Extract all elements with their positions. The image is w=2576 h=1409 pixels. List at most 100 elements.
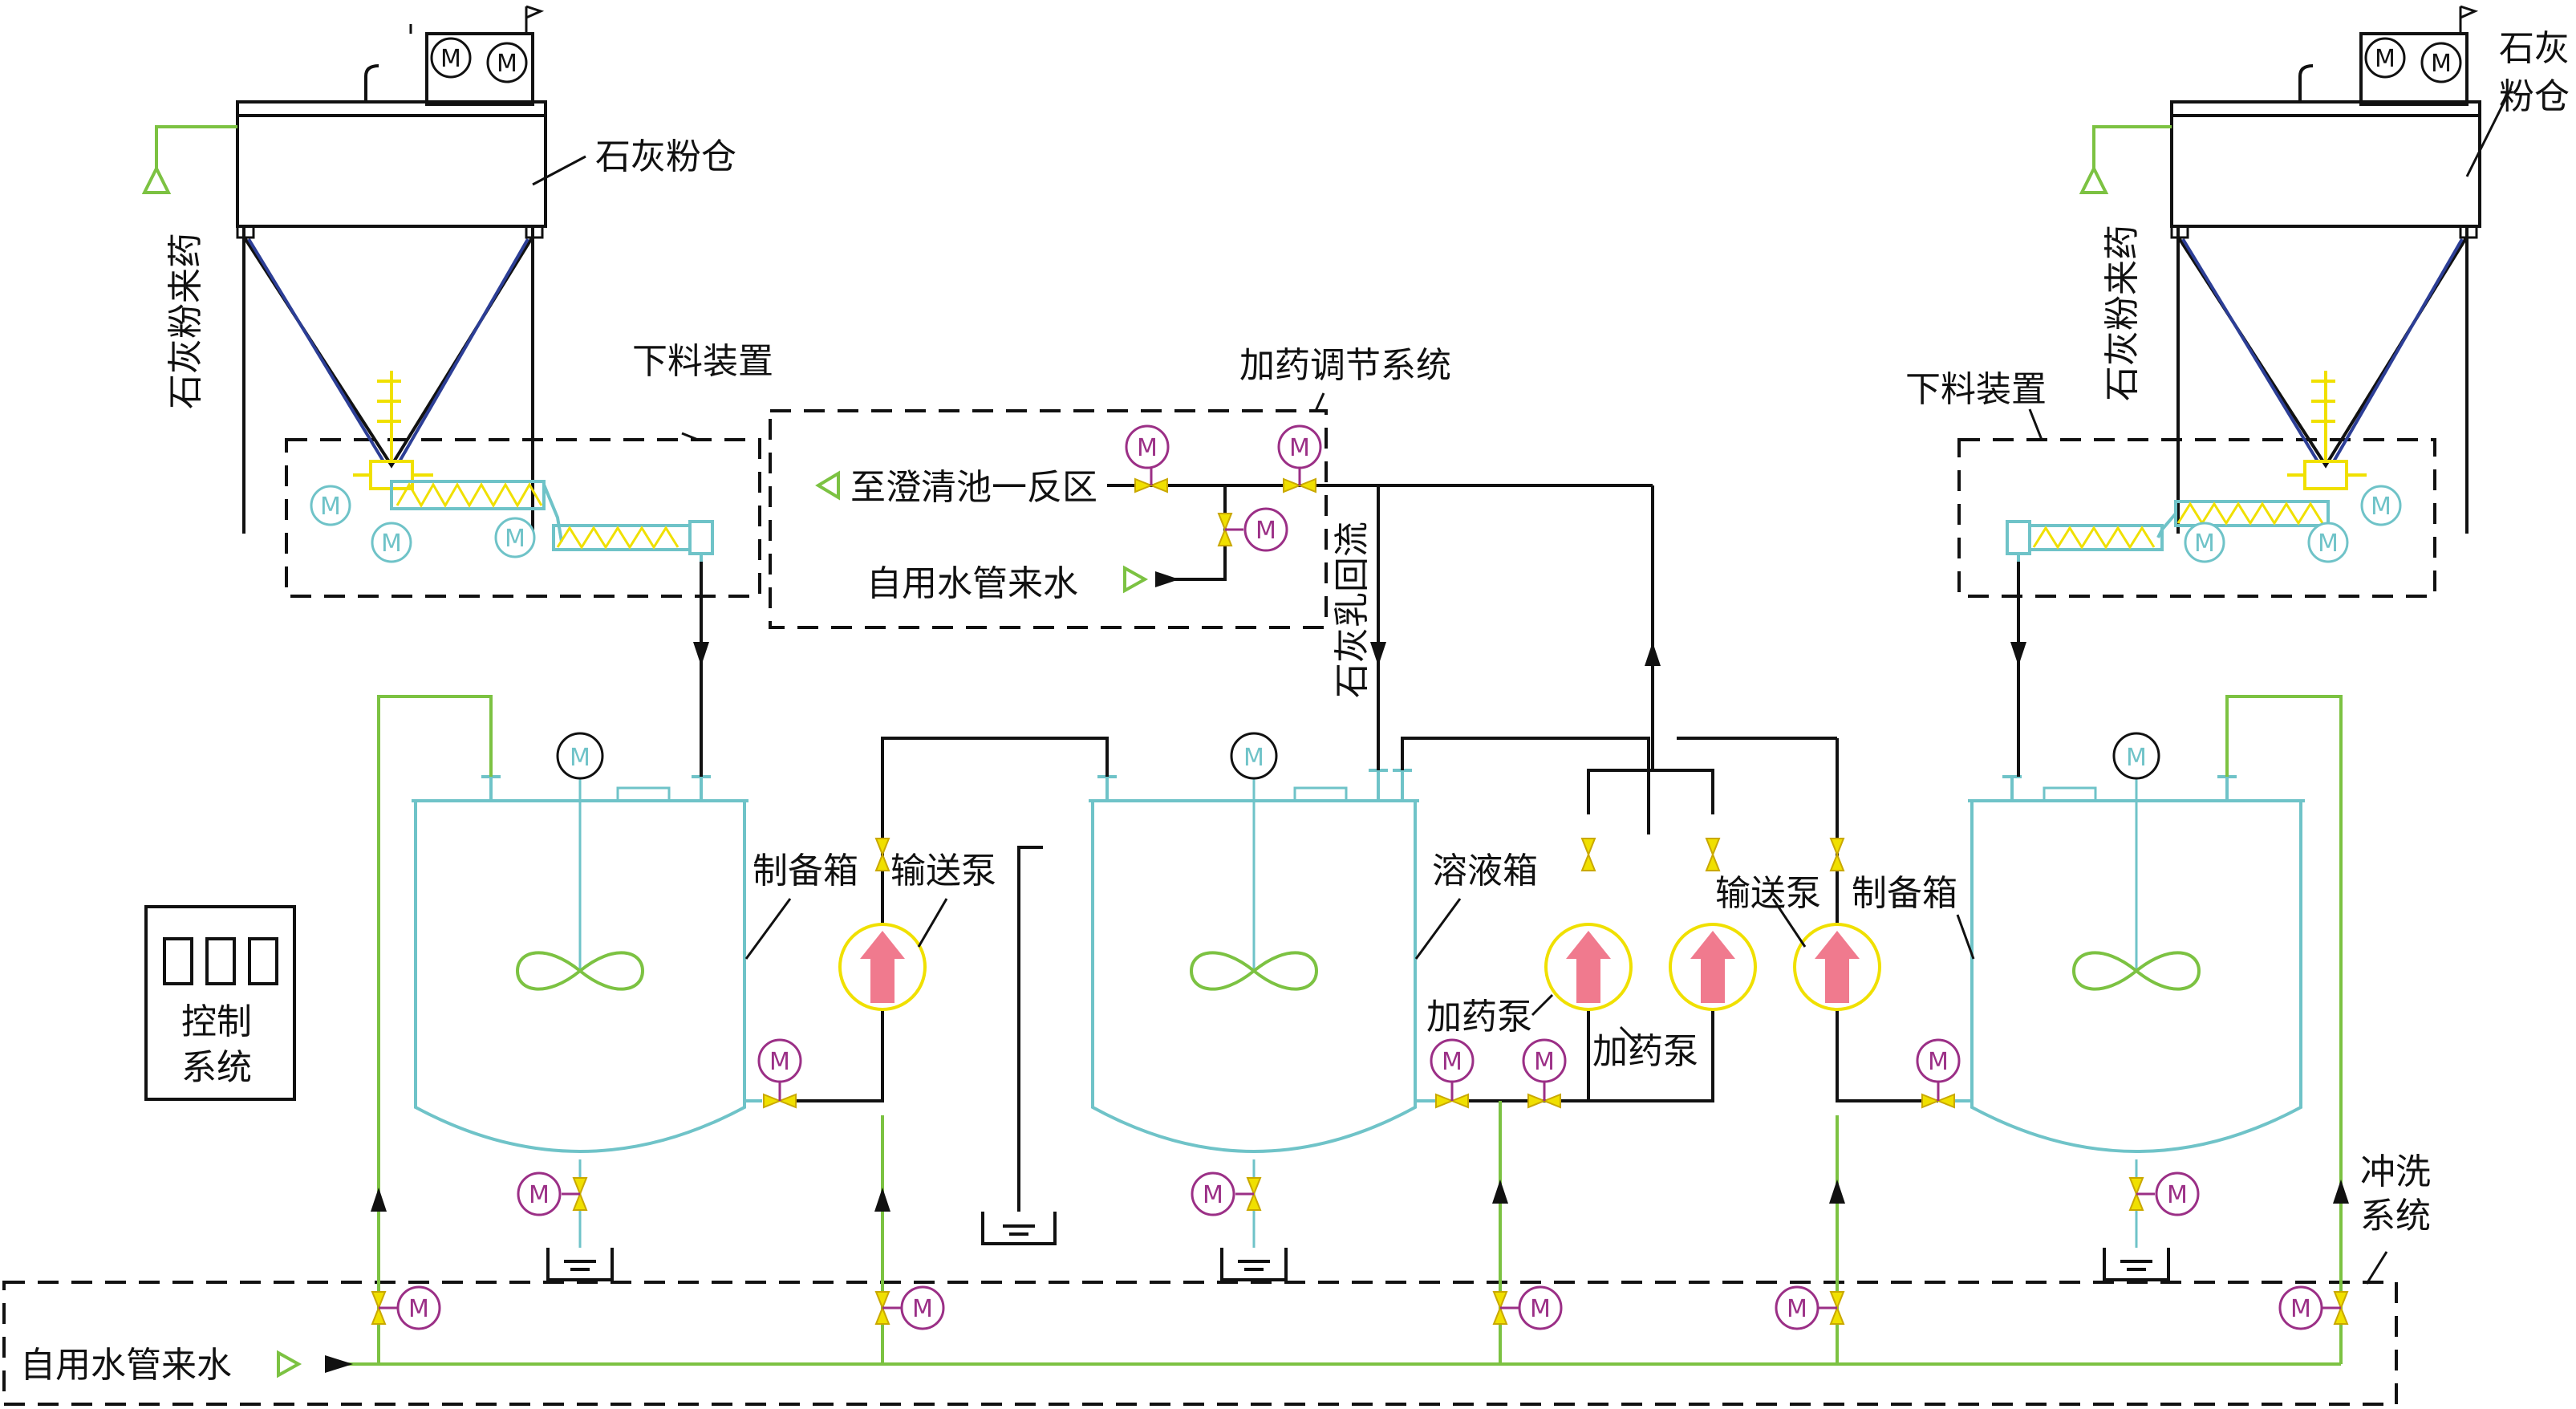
triangle-inlet-icon (815, 470, 840, 501)
flush-water-piping (325, 695, 2343, 1366)
triangle-inlet-icon (2079, 164, 2109, 194)
label-feed-left: 石灰粉来药 (165, 233, 206, 409)
svg-text:M: M (570, 744, 590, 772)
triangle-inlet-icon (1123, 565, 1149, 594)
motor-icon: M (2112, 732, 2160, 780)
pump-icon (1793, 923, 1881, 1011)
label-silo-right-line1: 石灰 (2499, 28, 2570, 69)
label-flush-line2: 系统 (2360, 1196, 2431, 1236)
motor-valve-icon: M (1191, 1159, 1262, 1248)
drain-icon (981, 1212, 1057, 1245)
system-boundaries (2, 409, 2436, 1406)
motor-valve-icon: M (371, 1285, 441, 1330)
label-control-line2: 系统 (181, 1047, 252, 1088)
solution-tank (1089, 769, 1436, 1153)
motor-valve-icon: M (1775, 1285, 1845, 1330)
silo-left (155, 5, 586, 534)
label-lime-milk-return: 石灰乳回流 (1332, 522, 1373, 698)
label-discharge-right: 下料装置 (1905, 369, 2047, 410)
arrow-icon (325, 1355, 353, 1373)
svg-text:M: M (497, 50, 517, 78)
agitator-icon (515, 951, 645, 991)
svg-text:M: M (408, 1295, 429, 1323)
motor-valve-icon: M (1277, 424, 1322, 493)
label-solution-tank: 溶液箱 (1432, 851, 1538, 891)
svg-text:M: M (1928, 1048, 1949, 1076)
silo-right-motor-2: M (2420, 42, 2462, 83)
motor-valve-icon: M (1522, 1038, 1567, 1109)
svg-text:M: M (529, 1181, 550, 1209)
svg-text:M: M (320, 493, 341, 521)
motor-valve-icon: M (1916, 1038, 1961, 1109)
silo-right (2092, 5, 2513, 534)
svg-text:M: M (912, 1295, 933, 1323)
svg-text:M: M (1256, 517, 1276, 545)
drain-icon (546, 1248, 614, 1281)
label-silo-left: 石灰粉仓 (595, 136, 736, 177)
svg-text:M: M (381, 530, 402, 558)
svg-text:M: M (1530, 1295, 1551, 1323)
silo-left-motor-1: M (430, 37, 472, 79)
valve-icon (874, 838, 1845, 871)
dosing-system-piping (1107, 484, 1654, 754)
arrow-icon (2333, 1180, 2349, 1204)
label-dosing-pump-2: 加药泵 (1592, 1031, 1698, 1072)
arrow-icon (371, 1188, 387, 1212)
arrow-icon (2010, 642, 2026, 666)
arrow-icon (1155, 571, 1179, 587)
motor-valve-icon: M (1125, 424, 1170, 493)
svg-text:M: M (1137, 434, 1158, 462)
label-water-inlet-bottom: 自用水管来水 (20, 1345, 232, 1386)
motor-icon: M (2307, 522, 2349, 563)
dosing-system-boundary (769, 409, 1328, 629)
discharge-device-right-boundary (1957, 438, 2436, 598)
arrow-icon (1829, 1180, 1845, 1204)
prep-tank-left (412, 775, 762, 1153)
arrow-icon (1370, 642, 1386, 666)
svg-text:M: M (2126, 744, 2147, 772)
svg-text:M: M (505, 525, 525, 553)
svg-text:M: M (769, 1048, 790, 1076)
drain-icon (2103, 1248, 2170, 1281)
motor-icon: M (2360, 485, 2402, 526)
svg-text:M: M (2375, 45, 2395, 73)
discharge-device-left (353, 371, 714, 562)
label-dosing-pump-1: 加药泵 (1426, 997, 1532, 1037)
agitator-icon (2071, 951, 2201, 991)
motor-valve-icon: M (874, 1285, 945, 1330)
motor-valve-icon: M (1492, 1285, 1563, 1330)
arrow-icon (693, 642, 709, 666)
svg-text:M: M (1534, 1048, 1555, 1076)
agitator-icon (1189, 951, 1319, 991)
motor-icon: M (310, 485, 351, 526)
svg-text:M: M (440, 45, 461, 73)
motor-valve-icon: M (2278, 1285, 2349, 1330)
svg-text:M: M (2194, 530, 2215, 558)
pump-icon (838, 923, 927, 1011)
triangle-inlet-icon (141, 164, 172, 194)
triangle-inlet-icon (277, 1350, 302, 1379)
svg-text:M: M (2290, 1295, 2311, 1323)
motor-valve-icon: M (517, 1159, 588, 1248)
label-transfer-pump-left: 输送泵 (890, 851, 996, 891)
control-system-panel (144, 905, 296, 1101)
svg-text:M: M (1203, 1181, 1223, 1209)
discharge-device-left-boundary (285, 438, 761, 598)
arrow-icon (874, 1188, 890, 1212)
silo-right-motor-1: M (2364, 37, 2406, 79)
pump-icon (1669, 923, 1757, 1011)
label-water-inlet-top: 自用水管来水 (866, 563, 1078, 604)
motor-icon: M (2184, 522, 2225, 563)
motor-valve-icon: M (1217, 507, 1288, 552)
motor-icon: M (494, 517, 536, 558)
motor-valve-icon: M (1430, 1038, 1475, 1109)
label-transfer-pump-right: 输送泵 (1715, 873, 1821, 914)
silo-left-motor-2: M (486, 42, 528, 83)
label-prep-tank-left: 制备箱 (753, 851, 858, 891)
label-feed-right: 石灰粉来药 (2102, 225, 2143, 401)
motor-valve-icon: M (757, 1038, 802, 1109)
svg-text:M: M (2371, 493, 2391, 521)
motor-icon: M (1230, 732, 1278, 780)
svg-text:M: M (1289, 434, 1310, 462)
